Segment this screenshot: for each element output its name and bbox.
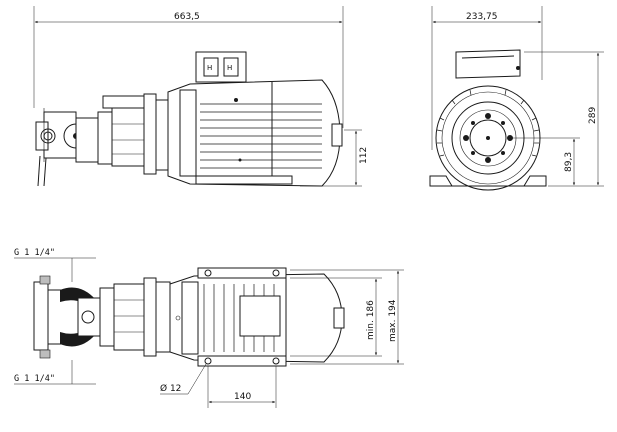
foot-spacing-dimension: 140 xyxy=(207,366,277,408)
foot-hole-callout: Ø 12 xyxy=(160,363,207,395)
foot-width-dimensions: min. 186 max. 194 xyxy=(290,269,404,365)
end-view: 233,75 xyxy=(429,6,604,191)
shaft-height-label-end: 89,3 xyxy=(564,152,574,172)
inlet-port-callout: G 1 1/4" xyxy=(14,248,84,282)
outlet-port-label: G 1 1/4" xyxy=(14,374,55,384)
terminal-symbol-right: H xyxy=(227,64,232,72)
shaft-height-dimension-side: 112 xyxy=(300,129,369,187)
bearing-bracket-plan xyxy=(99,277,171,357)
total-height-label: 289 xyxy=(588,107,598,124)
overall-length-dimension: 663,5 xyxy=(33,6,344,128)
foot-spacing-label: 140 xyxy=(234,392,251,402)
plan-view: G 1 1/4" G 1 1/4" xyxy=(14,248,404,408)
shaft-height-label-side: 112 xyxy=(359,147,369,164)
foot-hole-diameter-label: Ø 12 xyxy=(160,383,181,394)
width-label-end: 233,75 xyxy=(466,12,498,22)
end-view-fins xyxy=(436,89,540,157)
overall-length-label: 663,5 xyxy=(174,12,200,22)
terminal-symbol-left: H xyxy=(207,64,212,72)
side-elevation-view: 663,5 xyxy=(33,6,369,187)
shaft-height-dimension-end: 89,3 xyxy=(510,137,580,186)
inlet-port-label: G 1 1/4" xyxy=(14,248,55,258)
foot-width-max-label: max. 194 xyxy=(388,299,398,342)
total-height-dimension: 289 xyxy=(524,51,604,187)
motor-body xyxy=(167,79,343,187)
motor-body-plan xyxy=(169,267,345,367)
bearing-bracket xyxy=(97,93,169,175)
foot-width-min-label: min. 186 xyxy=(366,300,376,340)
pump-head xyxy=(35,108,99,187)
width-dimension-end: 233,75 xyxy=(431,6,543,150)
outlet-port-callout: G 1 1/4" xyxy=(14,360,84,385)
terminal-box: H H xyxy=(195,51,247,83)
pump-head-plan xyxy=(33,275,101,359)
